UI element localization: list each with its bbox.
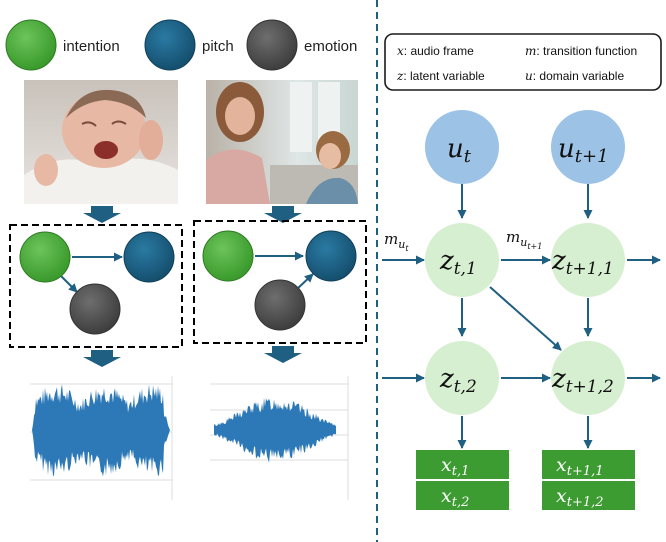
legend: intention pitch emotion — [5, 19, 357, 71]
svg-text:x: audio frame: x: audio frame — [397, 44, 474, 58]
observation-label-x-t1: xt,1 — [441, 454, 469, 479]
latent-node-z-t2: zt,2 — [425, 341, 499, 415]
def-m-symbol: m — [525, 44, 536, 58]
mother-emotion-node — [254, 279, 306, 331]
svg-text:ut: ut — [447, 134, 472, 167]
temporal-graph-edges — [382, 184, 661, 449]
def-x-desc: : audio frame — [404, 44, 474, 58]
baby-causal-graph — [9, 224, 183, 348]
def-u-symbol: u — [525, 69, 533, 83]
legend-emotion-swatch — [246, 19, 298, 71]
legend-pitch-label: pitch — [202, 38, 234, 55]
mother-child-causal-graph — [193, 220, 367, 344]
edge-label-m-ut: mut — [384, 230, 409, 253]
svg-text:z: latent variable: z: latent variable — [396, 69, 485, 83]
mother-child-photo — [206, 80, 358, 204]
svg-text:zt,1: zt,1 — [439, 246, 477, 279]
svg-text:zt+1,1: zt+1,1 — [551, 246, 614, 279]
edge-label-m-ut1: mut+1 — [506, 228, 542, 251]
latent-node-z-t12: zt+1,2 — [551, 341, 625, 415]
observation-label-x-t12: xt+1,2 — [556, 485, 604, 510]
def-z-desc: : latent variable — [403, 69, 485, 83]
svg-text:m: transition function: m: transition function — [525, 44, 637, 58]
baby-emotion-node — [69, 283, 121, 335]
def-z-symbol: z — [396, 69, 404, 83]
definitions-box: x: audio frame m: transition function z:… — [384, 33, 662, 91]
legend-pitch-swatch — [144, 19, 196, 71]
graph-to-wave-arrow-right — [264, 346, 302, 363]
observation-label-x-t2: xt,2 — [441, 485, 469, 510]
domain-node-u-t1: ut+1 — [551, 110, 625, 184]
legend-emotion-label: emotion — [304, 38, 357, 55]
photo-to-graph-arrow-right — [264, 206, 302, 223]
observation-label-x-t11: xt+1,1 — [556, 454, 604, 479]
legend-intention-label: intention — [63, 38, 120, 55]
observation-x-t1: xt+1,1 xt+1,2 — [542, 450, 635, 510]
domain-node-u-t: ut — [425, 110, 499, 184]
waveform-speech — [210, 376, 349, 500]
mother-pitch-node — [305, 230, 357, 282]
mother-intention-node — [202, 230, 254, 282]
photo-to-graph-arrow-left — [83, 206, 121, 223]
graph-to-wave-arrow-left — [83, 350, 121, 367]
legend-intention-swatch — [5, 19, 57, 71]
svg-text:zt,2: zt,2 — [439, 364, 477, 397]
def-u-desc: : domain variable — [533, 69, 625, 83]
observation-x-t: xt,1 xt,2 — [416, 450, 509, 510]
svg-text:u: domain variable: u: domain variable — [525, 69, 624, 83]
svg-text:ut+1: ut+1 — [558, 134, 609, 167]
baby-pitch-node — [123, 231, 175, 283]
def-x-symbol: x — [397, 44, 404, 58]
svg-text:zt+1,2: zt+1,2 — [551, 364, 614, 397]
latent-node-z-t1: zt,1 — [425, 223, 499, 297]
baby-intention-node — [19, 231, 71, 283]
waveform-cry — [30, 376, 173, 500]
latent-node-z-t11: zt+1,1 — [551, 223, 625, 297]
def-m-desc: : transition function — [536, 44, 637, 58]
crying-baby-photo — [24, 80, 178, 204]
